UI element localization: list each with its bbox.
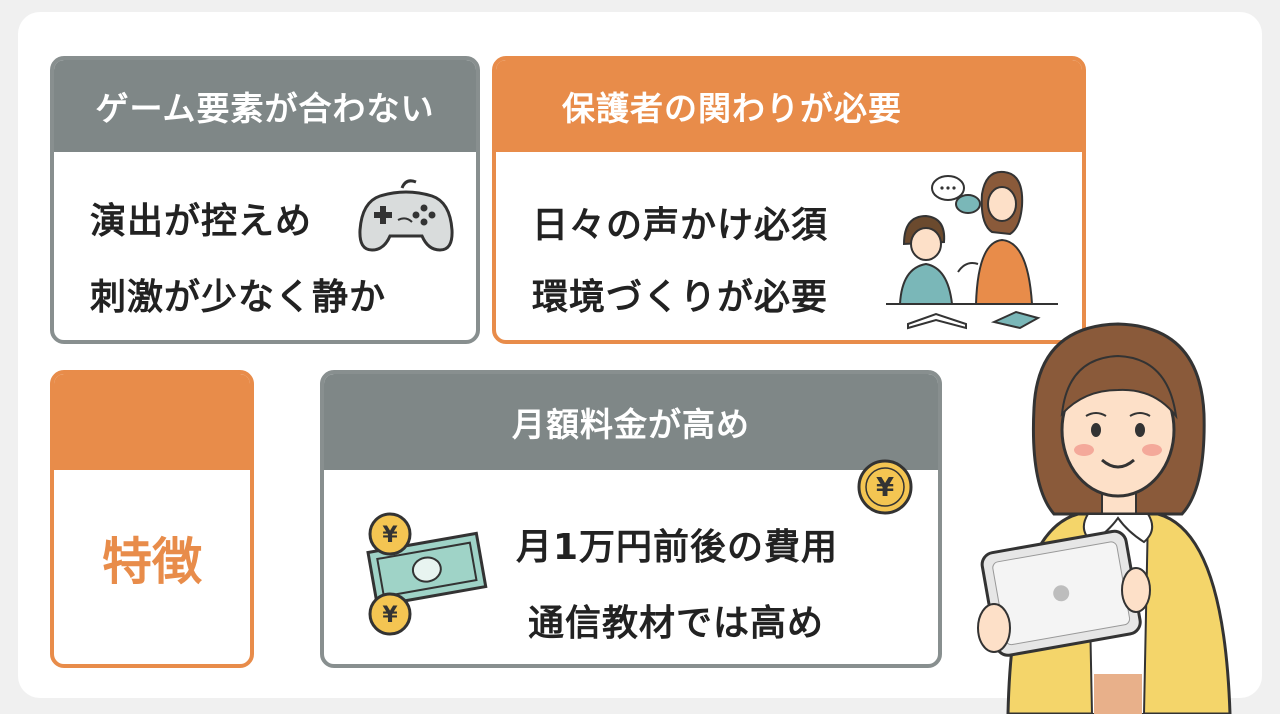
card-guardian-involvement-line-2: 環境づくりが必要 [532, 277, 829, 318]
svg-text:¥: ¥ [876, 473, 894, 503]
card-monthly-cost: 月額料金が高め 月1万円前後の費用 通信教材では高め ¥ ¥ [320, 370, 942, 668]
card-game-elements-title: ゲーム要素が合わない [54, 60, 476, 152]
woman-with-tablet-illustration [977, 322, 1232, 714]
yen-coin-icon: ¥ [857, 459, 913, 515]
parent-child-study-illustration [886, 170, 1058, 330]
game-controller-icon [358, 179, 454, 252]
banknote-and-coins-illustration: ¥ ¥ [366, 512, 488, 636]
svg-text:¥: ¥ [382, 603, 398, 628]
card-monthly-cost-line-2: 通信教材では高め [528, 603, 825, 644]
card-monthly-cost-line-1: 月1万円前後の費用 [516, 527, 839, 568]
card-game-elements-line-1: 演出が控えめ [90, 201, 313, 242]
yen-coin-icon: ¥ [368, 512, 412, 556]
svg-text:¥: ¥ [382, 523, 398, 548]
card-feature: 特徴 [50, 370, 254, 668]
card-guardian-involvement: 保護者の関わりが必要 日々の声かけ必須 環境づくりが必要 [492, 56, 1086, 344]
card-monthly-cost-title: 月額料金が高め [324, 374, 938, 470]
card-guardian-involvement-line-1: 日々の声かけ必須 [532, 205, 829, 246]
card-guardian-involvement-title: 保護者の関わりが必要 [496, 60, 1082, 152]
yen-coin-icon: ¥ [368, 592, 412, 636]
card-game-elements: ゲーム要素が合わない 演出が控えめ 刺激が少なく静か [50, 56, 480, 344]
card-game-elements-line-2: 刺激が少なく静か [90, 277, 387, 318]
feature-label: 特徴 [102, 533, 202, 591]
card-feature-header-bar [54, 374, 250, 470]
